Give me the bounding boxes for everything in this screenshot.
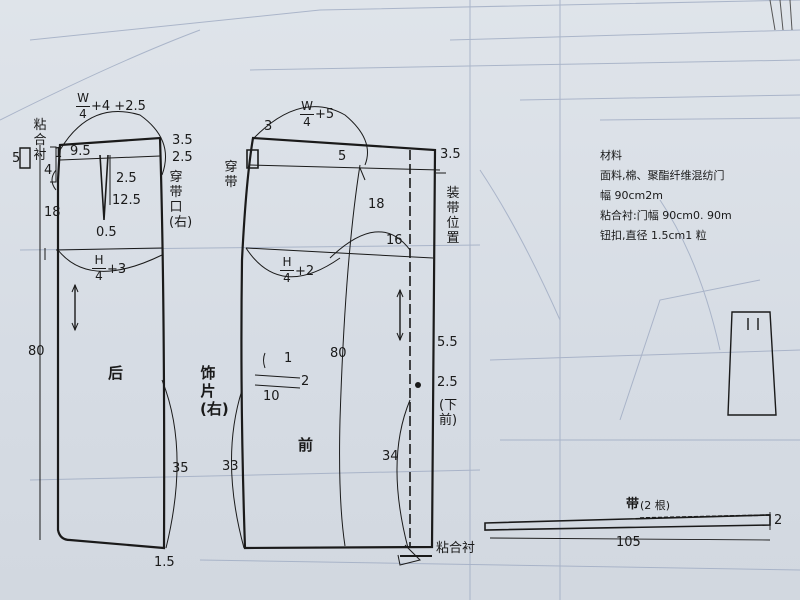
front-dim-1: 1 <box>284 351 293 366</box>
front-dim-10: 10 <box>263 389 280 404</box>
front-belt-position-label: 装带位置 <box>446 186 460 246</box>
front-hip-den: 4 <box>283 271 291 285</box>
front-dim-2-5: 2.5 <box>437 375 458 390</box>
front-piece-outline <box>240 136 437 550</box>
back-dim-1: 1 <box>54 146 63 161</box>
back-hip-den: 4 <box>95 269 103 283</box>
front-dim-18: 18 <box>368 197 385 212</box>
back-piece-label: 后 <box>108 364 124 382</box>
front-piece-details <box>230 106 446 566</box>
page-fold <box>769 0 793 31</box>
back-dim-3-5: 3.5 <box>172 133 193 148</box>
materials-interfacing: 粘合衬:门幅 90cm0. 90m <box>600 209 732 222</box>
back-hip-num: H <box>94 253 104 267</box>
back-glue-label: 粘合衬 <box>33 118 47 163</box>
materials-button: 钮扣,直径 1.5cm1 粒 <box>600 229 707 242</box>
back-waist-den: 4 <box>79 107 87 121</box>
front-waist-num: W <box>301 99 313 113</box>
strap-width: 2 <box>774 513 783 528</box>
front-waist-suffix: +5 <box>315 107 335 122</box>
strap-outline <box>484 512 771 541</box>
back-dim-35: 35 <box>172 461 189 476</box>
back-dim-4: 4 <box>44 163 53 178</box>
back-dim-18: 18 <box>44 205 61 220</box>
back-dart-12-5: 12.5 <box>112 193 141 208</box>
back-piece-details <box>19 111 178 549</box>
strap-title: 带 <box>626 497 640 512</box>
strap-length: 105 <box>616 535 641 550</box>
strap-count: (2 根) <box>640 499 671 512</box>
decoration-piece-label: 饰片(右) <box>200 364 229 418</box>
front-dim-3-5: 3.5 <box>440 147 461 162</box>
button-mark <box>415 382 421 388</box>
front-dim-5: 5 <box>338 149 347 164</box>
front-hip-num: H <box>282 255 292 269</box>
back-hip-suffix: +3 <box>107 262 127 277</box>
back-dim-2-5: 2.5 <box>172 150 193 165</box>
back-dim-1-5: 1.5 <box>154 555 175 570</box>
back-dart-2-5: 2.5 <box>116 171 137 186</box>
front-dim-2: 2 <box>301 374 310 389</box>
front-piece-label: 前 <box>298 436 314 454</box>
back-dim-0-5: 0.5 <box>96 225 117 240</box>
front-hip-suffix: +2 <box>295 264 315 279</box>
front-waist-den: 4 <box>303 115 311 129</box>
front-dim-3: 3 <box>264 119 273 134</box>
back-waist-num: W <box>77 91 89 105</box>
materials-fabric: 面料,棉、聚酯纤维混纺门 <box>600 169 725 182</box>
materials-title: 材料 <box>600 149 622 162</box>
materials-width: 幅 90cm2m <box>600 189 663 202</box>
materials-block: 材料 面料,棉、聚酯纤维混纺门 幅 90cm2m 粘合衬:门幅 90cm0. 9… <box>600 146 732 246</box>
front-glue-label: 粘合衬 <box>436 541 476 556</box>
back-piece-outline <box>56 136 166 550</box>
back-waist-suffix: +4 +2.5 <box>91 99 146 114</box>
front-dim-16: 16 <box>386 233 403 248</box>
front-thread-belt-label: 穿带 <box>224 160 238 190</box>
back-dim-5: 5 <box>12 151 21 166</box>
front-lower-front-label: (下前) <box>439 398 458 428</box>
back-dim-9-5: 9.5 <box>70 144 91 159</box>
front-dim-34: 34 <box>382 449 399 464</box>
front-dim-33: 33 <box>222 459 239 474</box>
back-belt-slot-label: 穿带口(右) <box>169 170 193 230</box>
front-dim-80: 80 <box>330 346 347 361</box>
back-dim-80: 80 <box>28 344 45 359</box>
skirt-thumbnail <box>727 311 777 416</box>
front-dim-5-5: 5.5 <box>437 335 458 350</box>
